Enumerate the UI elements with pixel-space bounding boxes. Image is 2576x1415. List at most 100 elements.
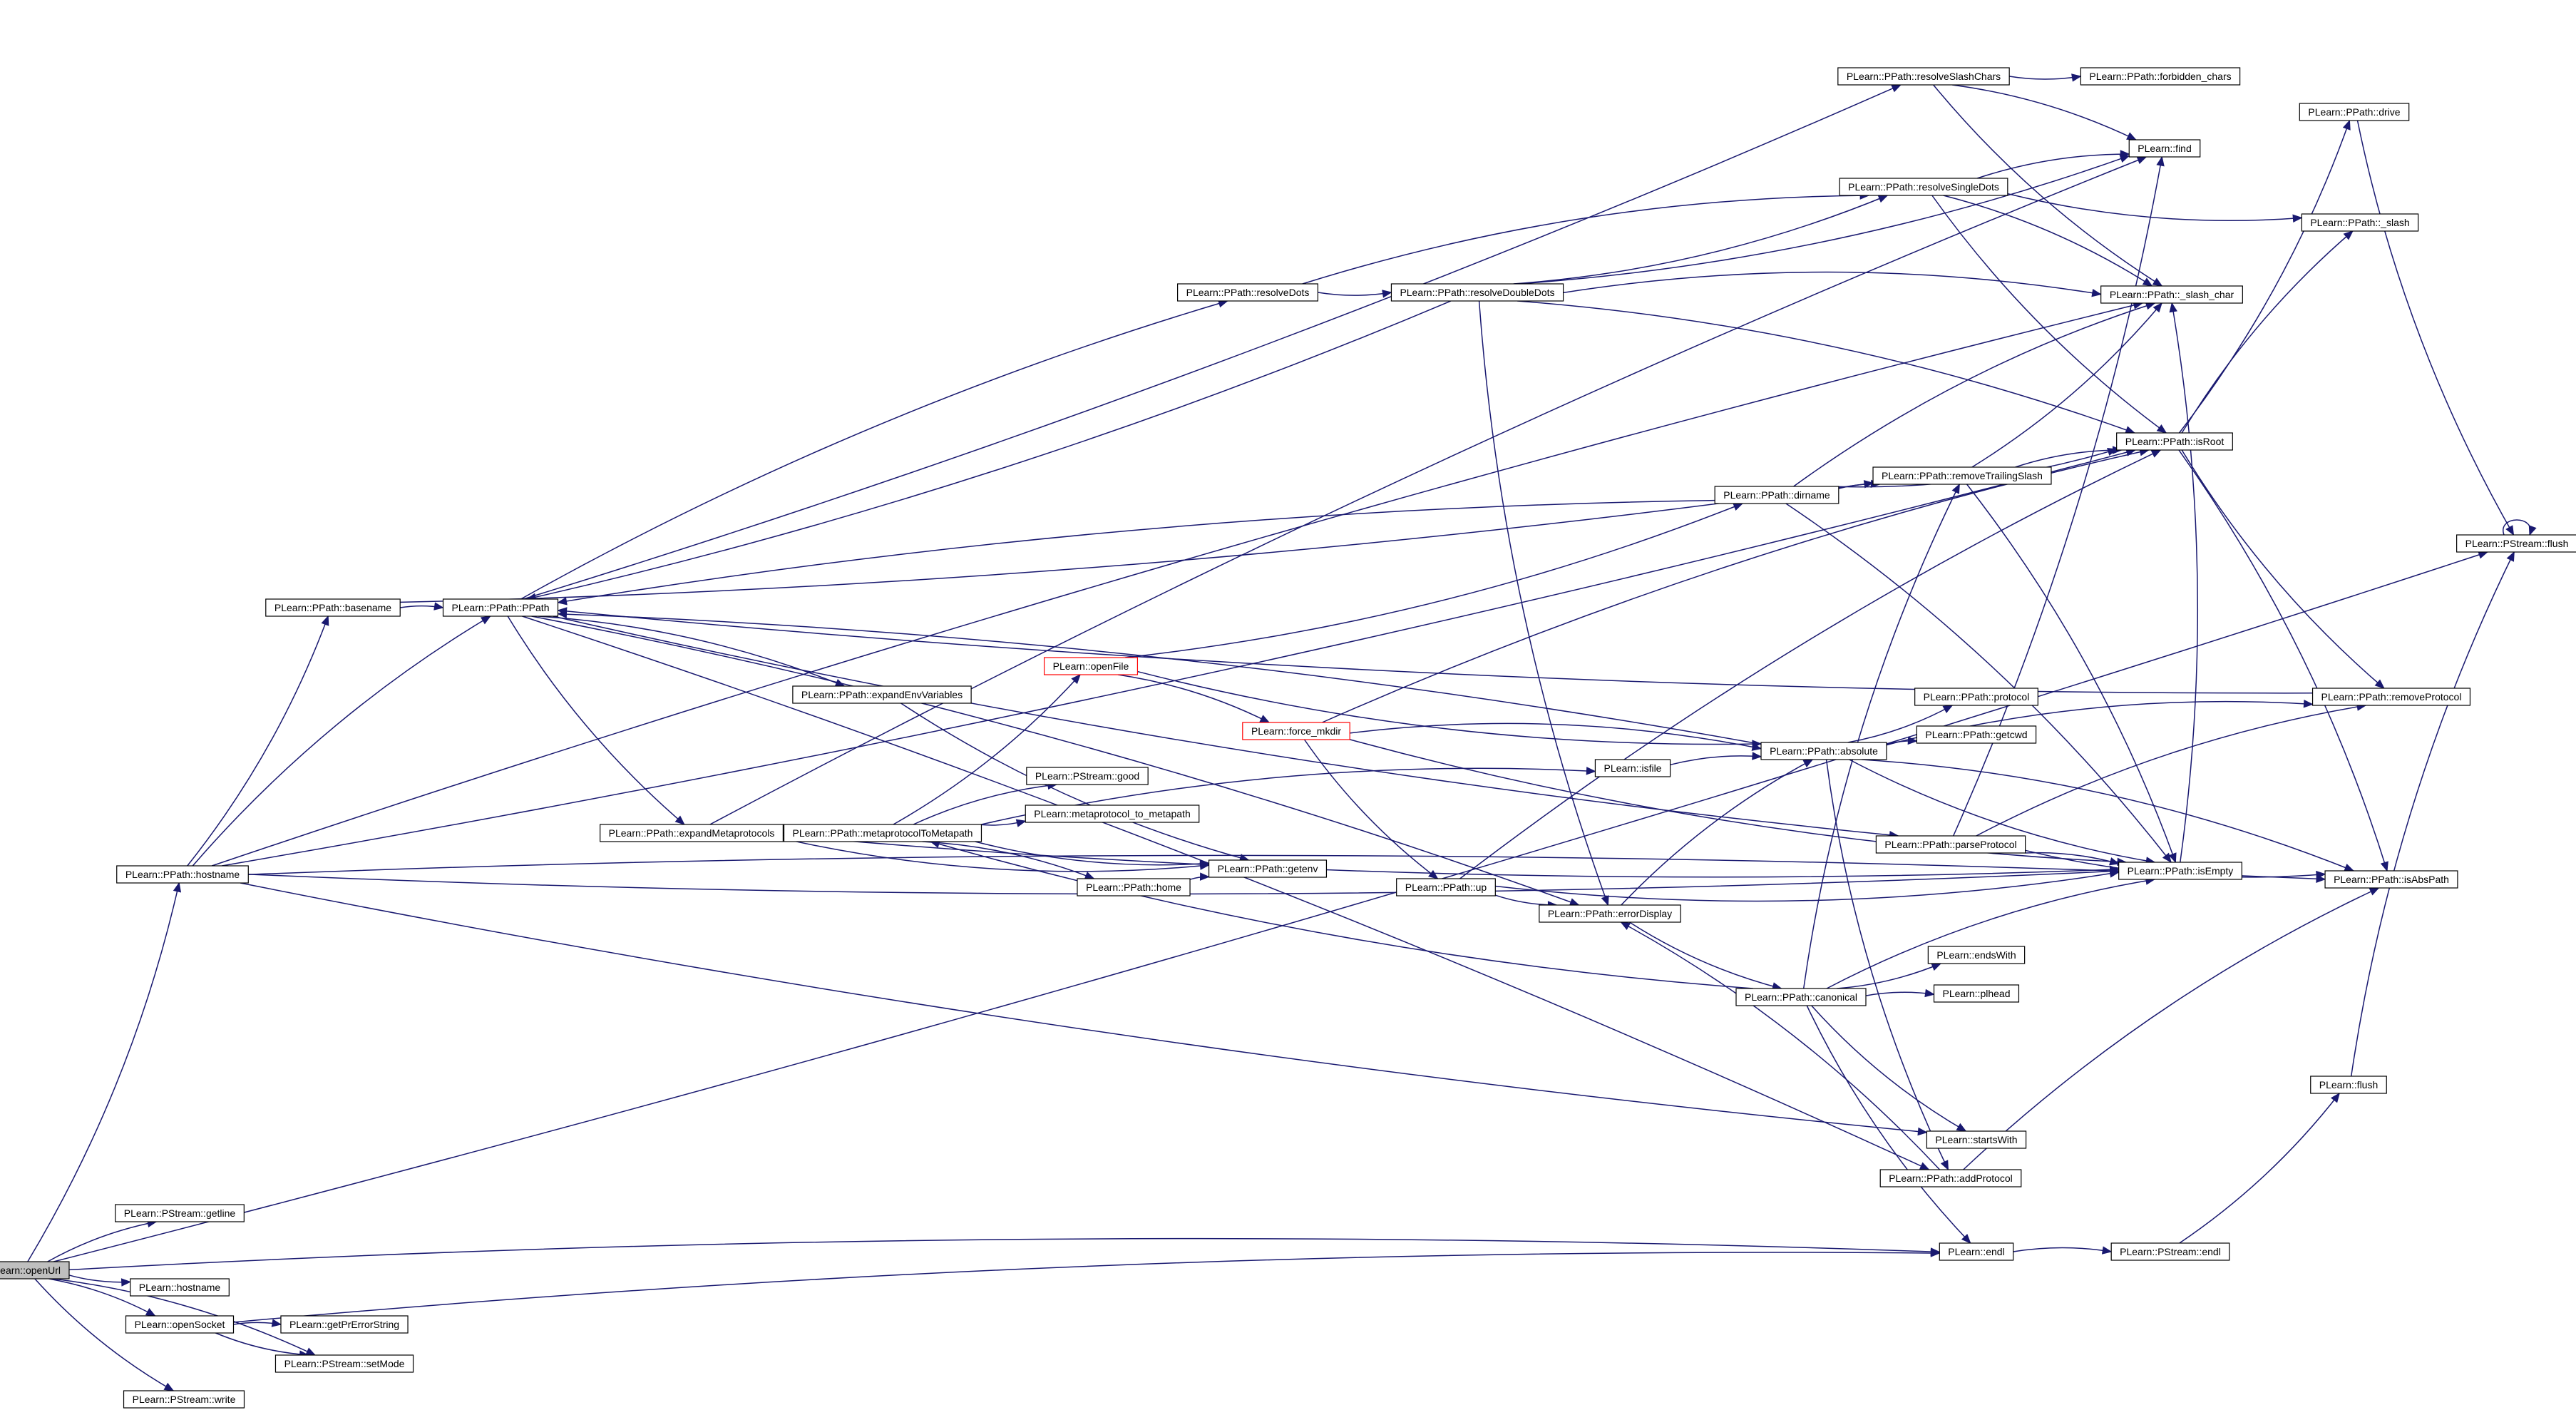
graph-node-ps_flush[interactable]: PLearn::PStream::flush: [2456, 534, 2576, 553]
edge-line: [2181, 449, 2385, 689]
arrow-head: [163, 1382, 175, 1391]
graph-node-removeProtocol[interactable]: PLearn::PPath::removeProtocol: [2311, 688, 2471, 706]
edge-pp_hostname-to-basename: [187, 615, 329, 867]
graph-node-getenv[interactable]: PLearn::PPath::getenv: [1208, 859, 1328, 878]
graph-node-isAbsPath[interactable]: PLearn::PPath::isAbsPath: [2324, 870, 2458, 889]
graph-node-up[interactable]: PLearn::PPath::up: [1396, 878, 1496, 896]
graph-node-canonical[interactable]: PLearn::PPath::canonical: [1735, 988, 1867, 1006]
edge-line: [233, 1252, 1940, 1323]
graph-node-getPrErrorString[interactable]: PLearn::getPrErrorString: [280, 1315, 409, 1334]
edge-line: [975, 841, 1209, 866]
edge-line: [27, 882, 180, 1262]
edge-parseProtocol-to-removeProtocol: [1976, 703, 2367, 837]
edge-line: [1563, 271, 2101, 295]
edge-resolveDots-to-resolveSingleDots: [1302, 191, 1870, 285]
graph-node-endsWith[interactable]: PLearn::endsWith: [1927, 946, 2026, 964]
edge-line: [2179, 1093, 2340, 1244]
graph-node-getline[interactable]: PLearn::PStream::getline: [115, 1204, 245, 1222]
graph-node-slash_char[interactable]: PLearn::PPath::_slash_char: [2100, 285, 2243, 304]
graph-node-dirname[interactable]: PLearn::PPath::dirname: [1714, 486, 1839, 504]
node-box: [1839, 178, 2008, 196]
graph-node-removeTrailingSlash[interactable]: PLearn::PPath::removeTrailingSlash: [1872, 466, 2052, 485]
graph-node-meta_to_path[interactable]: PLearn::metaprotocol_to_metapath: [1025, 804, 1200, 823]
graph-node-resolveDots[interactable]: PLearn::PPath::resolveDots: [1177, 283, 1318, 302]
graph-node-startsWith[interactable]: PLearn::startsWith: [1926, 1130, 2027, 1149]
graph-node-pl_head[interactable]: PLearn::plhead: [1933, 984, 2020, 1003]
graph-node-isEmpty[interactable]: PLearn::PPath::isEmpty: [2118, 862, 2242, 880]
node-box: [1735, 988, 1867, 1006]
graph-node-errorDisplay[interactable]: PLearn::PPath::errorDisplay: [1539, 904, 1681, 923]
graph-node-expandEnv[interactable]: PLearn::PPath::expandEnvVariables: [792, 685, 972, 704]
graph-node-endl[interactable]: PLearn::endl: [1939, 1242, 2014, 1261]
graph-node-ps_good[interactable]: PLearn::PStream::good: [1026, 767, 1149, 785]
graph-node-drive[interactable]: PLearn::PPath::drive: [2299, 103, 2410, 121]
node-label: PLearn::PPath::expandMetaprotocols: [609, 827, 775, 839]
graph-node-openSocket[interactable]: PLearn::openSocket: [125, 1315, 235, 1334]
node-box: [1177, 283, 1318, 302]
node-box: [1025, 804, 1200, 823]
arrow-head: [2071, 73, 2082, 82]
graph-node-ppath[interactable]: PLearn::PPath::PPath: [442, 598, 559, 617]
arrow-head: [1569, 898, 1580, 906]
graph-node-home[interactable]: PLearn::PPath::home: [1077, 878, 1191, 896]
edge-ps_flush-to-ps_flush: [2503, 519, 2537, 536]
node-label: PLearn::PPath::PPath: [452, 602, 550, 613]
graph-node-expandMeta[interactable]: PLearn::PPath::expandMetaprotocols: [600, 824, 784, 842]
graph-node-write[interactable]: PLearn::PStream::write: [123, 1390, 245, 1409]
edge-line: [48, 1278, 155, 1317]
edge-line: [1518, 155, 2130, 285]
edge-line: [2009, 76, 2081, 80]
node-box: [2100, 285, 2243, 304]
graph-node-openFile[interactable]: PLearn::openFile: [1043, 657, 1139, 675]
graph-node-ps_endl[interactable]: PLearn::PStream::endl: [2110, 1242, 2230, 1261]
graph-node-pp_hostname[interactable]: PLearn::PPath::hostname: [116, 865, 249, 884]
edge-resolveDoubleDots-to-ppath: [525, 300, 1452, 601]
graph-node-isRoot[interactable]: PLearn::PPath::isRoot: [2116, 432, 2233, 451]
node-box: [1043, 657, 1139, 675]
graph-node-protocol[interactable]: PLearn::PPath::protocol: [1914, 688, 2038, 706]
edge-canonical-to-pl_head: [1865, 989, 1935, 998]
edge-ppath-to-addProtocol: [522, 615, 1930, 1170]
edge-line: [2015, 449, 2122, 468]
graph-node-isfile[interactable]: PLearn::isfile: [1594, 759, 1671, 777]
arrow-head: [2152, 277, 2163, 287]
edge-resolveDoubleDots-to-slash_char: [1563, 271, 2102, 297]
node-label: PLearn::PPath::drive: [2308, 106, 2400, 118]
node-label: PLearn::metaprotocol_to_metapath: [1034, 808, 1190, 819]
graph-node-resolveDoubleDots[interactable]: PLearn::PPath::resolveDoubleDots: [1390, 283, 1564, 302]
edge-errorDisplay-to-absolute: [1621, 759, 1814, 906]
arrow-head: [1382, 290, 1392, 298]
node-box: [116, 865, 249, 884]
node-box: [280, 1315, 409, 1334]
node-box: [2118, 862, 2242, 880]
arrow-head: [2136, 156, 2147, 164]
graph-node-addProtocol[interactable]: PLearn::PPath::addProtocol: [1879, 1169, 2022, 1187]
node-label: PLearn::PPath::getenv: [1218, 863, 1318, 874]
graph-node-absolute[interactable]: PLearn::PPath::absolute: [1760, 742, 1887, 760]
edge-line: [2503, 519, 2531, 536]
graph-node-forbidden_chars[interactable]: PLearn::PPath::forbidden_chars: [2080, 67, 2241, 86]
graph-node-force_mkdir[interactable]: PLearn::force_mkdir: [1242, 722, 1350, 740]
graph-node-find[interactable]: PLearn::find: [2128, 139, 2201, 158]
graph-node-hostname[interactable]: PLearn::hostname: [130, 1278, 230, 1297]
node-label: PLearn::plhead: [1943, 988, 2011, 999]
node-label: PLearn::PPath::removeProtocol: [2321, 691, 2462, 703]
graph-node-resolveSlashChars[interactable]: PLearn::PPath::resolveSlashChars: [1837, 67, 2010, 86]
graph-node-openUrl[interactable]: PLearn::openUrl: [0, 1261, 70, 1279]
arrow-head: [2142, 277, 2153, 287]
graph-node-slash[interactable]: PLearn::PPath::_slash: [2301, 213, 2419, 232]
edge-line: [922, 841, 1094, 879]
graph-node-metaToMeta[interactable]: PLearn::PPath::metaprotocolToMetapath: [783, 824, 982, 842]
node-box: [1875, 835, 2026, 854]
edge-line: [1865, 991, 1934, 996]
graph-node-getcwd[interactable]: PLearn::PPath::getcwd: [1916, 725, 2037, 744]
graph-node-pl_flush[interactable]: PLearn::flush: [2310, 1076, 2387, 1094]
graph-node-basename[interactable]: PLearn::PPath::basename: [265, 598, 401, 617]
node-label: PLearn::PPath::resolveDoubleDots: [1400, 287, 1554, 298]
graph-node-setMode[interactable]: PLearn::PStream::setMode: [274, 1354, 414, 1373]
graph-node-resolveSingleDots[interactable]: PLearn::PPath::resolveSingleDots: [1839, 178, 2008, 196]
node-box: [600, 824, 784, 842]
edge-removeTrailingSlash-to-isRoot: [2015, 446, 2123, 468]
edge-line: [248, 854, 2326, 880]
graph-node-parseProtocol[interactable]: PLearn::PPath::parseProtocol: [1875, 835, 2026, 854]
